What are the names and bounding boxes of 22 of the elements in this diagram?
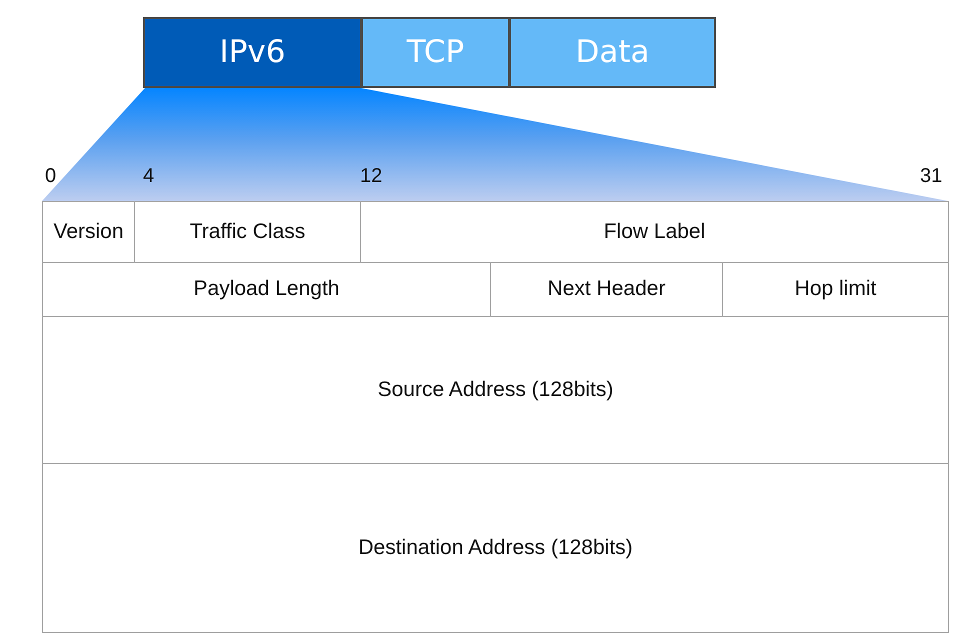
field-label: Source Address (128bits) [378, 376, 614, 403]
field-label: Version [53, 218, 124, 245]
field-label: Hop limit [794, 276, 876, 302]
bit-offset: 31 [920, 166, 942, 186]
header-field [360, 201, 949, 263]
protocol-block [361, 17, 510, 88]
field-label: TCP [406, 33, 464, 72]
header-field [42, 201, 135, 263]
protocol-block [143, 17, 362, 88]
header-field [42, 316, 949, 464]
header-field [42, 463, 949, 633]
bit-offset: 0 [45, 166, 56, 186]
field-label: Next Header [548, 276, 666, 302]
bit-offset: 4 [143, 166, 154, 186]
protocol-block [509, 17, 716, 88]
field-label: Data [575, 33, 650, 72]
field-label: Payload Length [194, 276, 340, 302]
field-label: Destination Address (128bits) [358, 534, 633, 561]
bit-offset: 12 [360, 166, 382, 186]
field-label: Flow Label [604, 218, 706, 245]
field-label: IPv6 [220, 33, 286, 72]
field-label: Traffic Class [190, 218, 306, 245]
